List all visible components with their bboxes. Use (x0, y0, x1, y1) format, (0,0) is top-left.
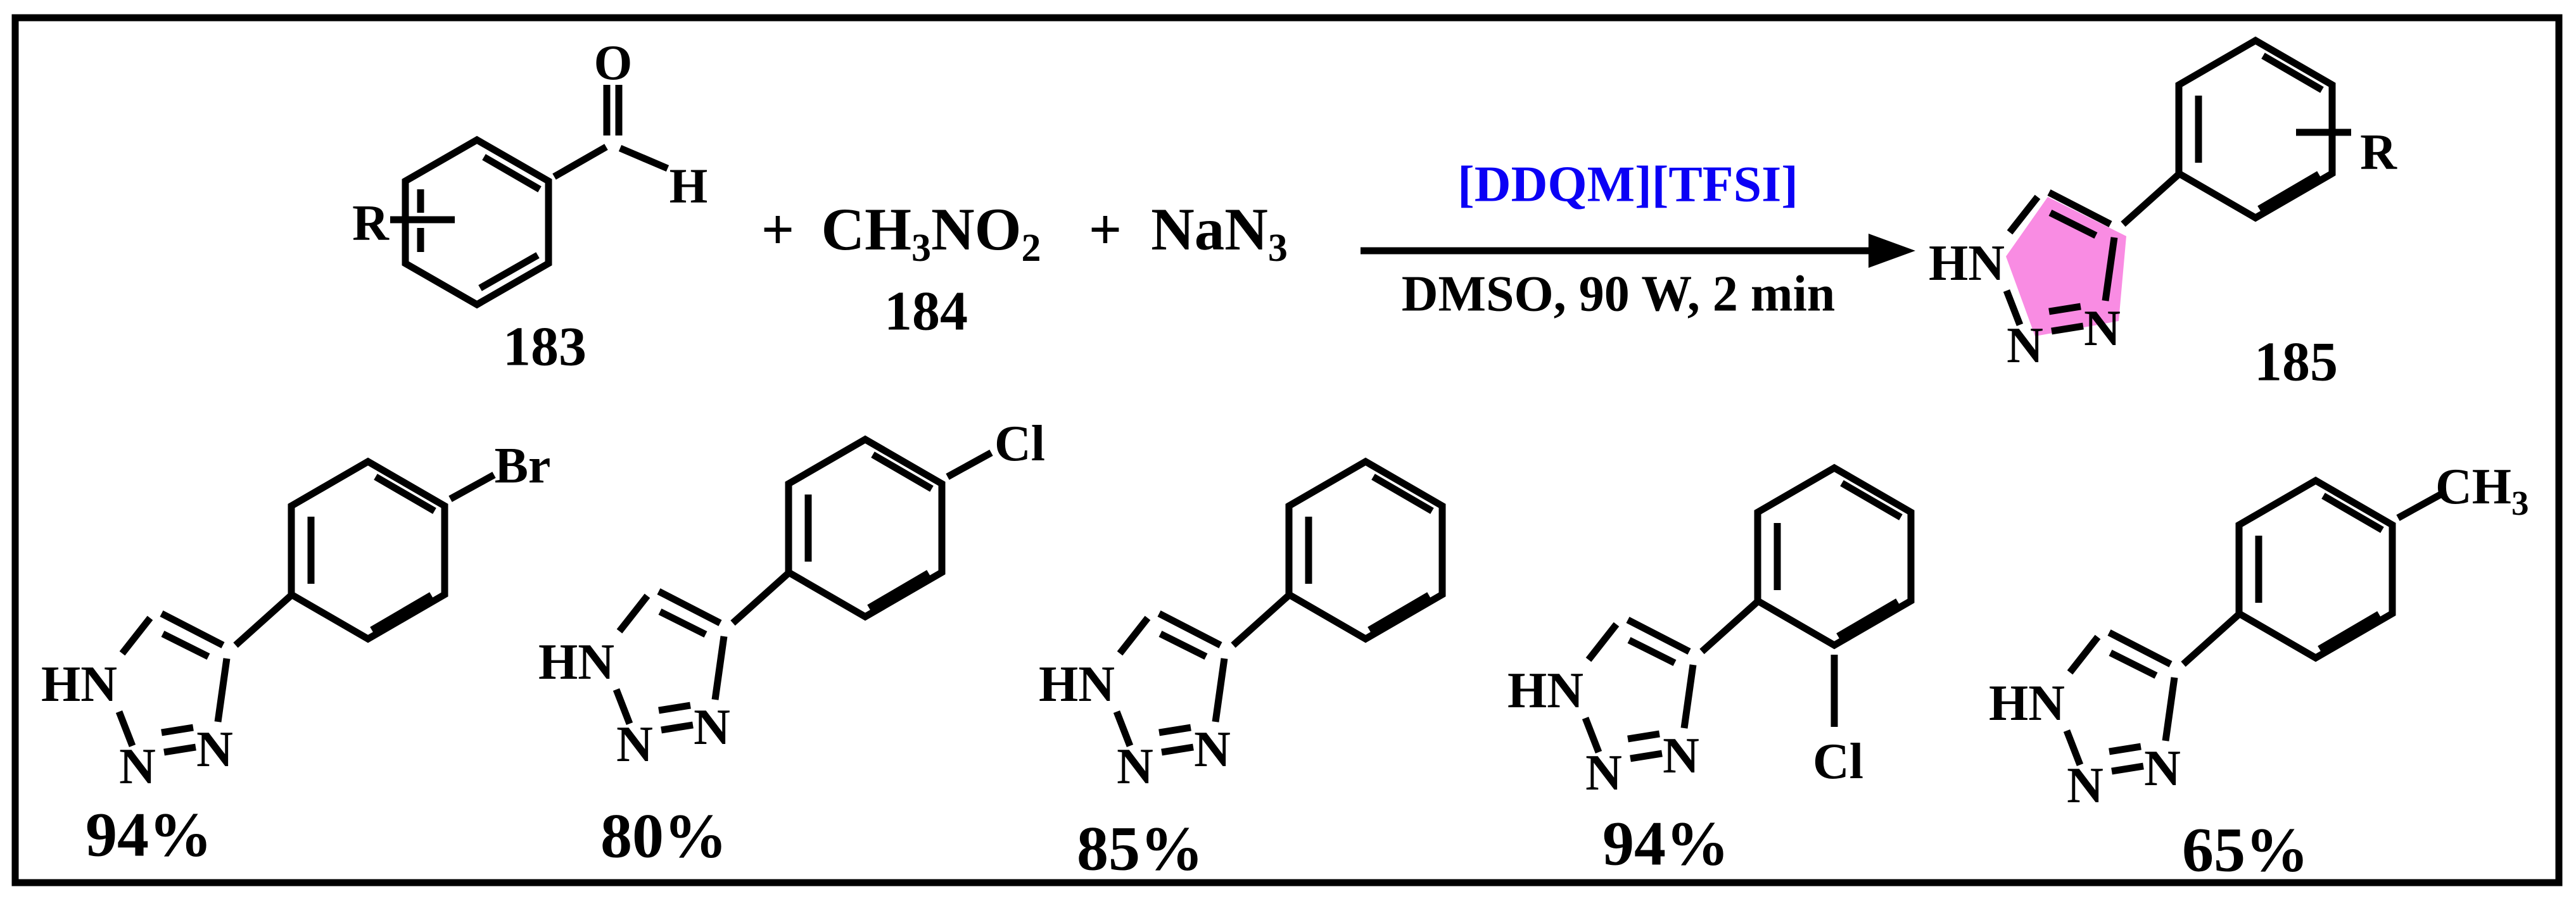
substituent-label: Cl (1813, 734, 1863, 790)
n-label: N (1585, 745, 1622, 801)
reaction-arrow-icon (1361, 234, 1915, 268)
yield-label: 94% (1602, 808, 1729, 879)
product-structure-4-chlorophenyl: HN N N Cl (538, 416, 1045, 772)
r-group-label: R (2360, 125, 2397, 180)
n-label: N (2007, 318, 2043, 374)
product-structure-4-methylphenyl: HN N N CH3 (1989, 459, 2529, 814)
catalyst-label: [DDQM][TFSI] (1457, 156, 1798, 213)
substituent-label: CH3 (2435, 459, 2529, 522)
n-label: N (2067, 758, 2103, 814)
product-structure-phenyl: HN N N (1039, 462, 1442, 795)
benzene-ring (402, 135, 552, 309)
n-label: N (119, 739, 156, 795)
reactant-aldehyde-structure: R O H (352, 35, 708, 309)
yield-label: 80% (600, 800, 727, 871)
figure-border (11, 14, 2563, 886)
n-label: N (616, 717, 653, 772)
product-structure-2-chlorophenyl: HN N N Cl (1507, 468, 1911, 801)
triazole-highlight (2006, 197, 2126, 336)
reaction-conditions-label: DMSO, 90 W, 2 min (1401, 266, 1836, 322)
oxygen-label: O (594, 35, 633, 90)
plus-sign: + (1088, 197, 1122, 261)
nh-label: HN (1989, 676, 2065, 731)
n-label: N (1663, 728, 1699, 784)
compound-number-184: 184 (884, 280, 968, 343)
n-label: N (1117, 739, 1153, 795)
yield-label: 85% (1077, 813, 1203, 884)
yield-label: 94% (86, 799, 212, 870)
r-group-label: R (352, 196, 390, 251)
n-label: N (694, 700, 730, 755)
generic-product-structure: HN N N R (1929, 41, 2397, 374)
compound-number-185: 185 (2254, 331, 2338, 393)
substituent-label: Cl (994, 416, 1045, 472)
nh-label: HN (1507, 663, 1583, 719)
nh-label: HN (1039, 657, 1115, 712)
nh-label: HN (1929, 236, 2005, 291)
n-label: N (2084, 301, 2121, 356)
nh-label: HN (41, 657, 117, 712)
sodium-azide-formula: NaN3 (1151, 196, 1288, 270)
plus-sign: + (761, 197, 795, 261)
n-label: N (2144, 741, 2181, 797)
compound-number-183: 183 (503, 316, 587, 378)
n-label: N (196, 722, 233, 778)
yield-label: 65% (2182, 814, 2309, 885)
product-structure-4-bromophenyl: HN N N Br (41, 438, 550, 795)
nh-label: HN (538, 634, 614, 690)
n-label: N (1194, 722, 1231, 778)
nitromethane-formula: CH3NO2 (821, 196, 1041, 270)
substituent-label: Br (495, 438, 551, 494)
aldehyde-h-label: H (669, 158, 708, 213)
